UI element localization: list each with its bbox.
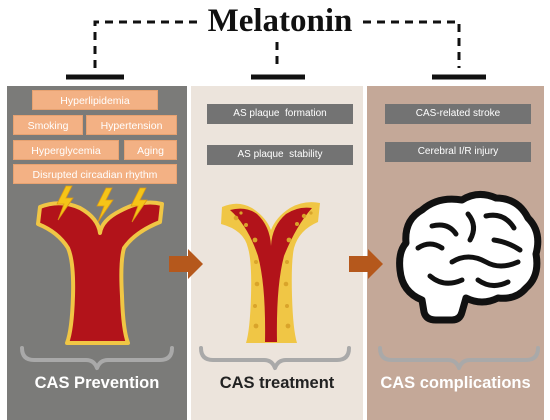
factor-aging: Aging [124,140,177,160]
lightning-icons [56,185,148,223]
caption-treatment: CAS treatment [219,374,335,392]
plaque-dots [233,211,313,329]
factor-circadian-rhythm: Disrupted circadian rhythm [13,164,177,184]
artery-healthy-illustration [36,185,164,345]
flow-arrows [169,249,383,279]
lightning-icon [130,187,148,223]
brace-treatment [199,346,351,370]
brace-prevention [20,346,174,370]
lightning-icon [96,187,114,223]
diagram-title: Melatonin [207,3,353,39]
treatment-plaque-formation: AS plaque formation [207,104,353,124]
arrow-right-icon [169,249,203,279]
factor-smoking: Smoking [13,115,83,135]
artery-plaque-illustration [221,202,320,343]
treatment-plaque-stability: AS plaque stability [207,145,353,165]
complication-stroke: CAS-related stroke [385,104,531,124]
factor-hyperglycemia: Hyperglycemia [13,140,119,160]
factor-hypertension: Hypertension [86,115,177,135]
brain-icon [396,191,542,324]
caption-prevention: CAS Prevention [34,374,160,392]
brace-complications [378,346,540,370]
bracket-braces [20,346,540,370]
connector-left [93,20,197,68]
arrow-right-icon [349,249,383,279]
connector-right [363,20,461,68]
lightning-icon [56,185,74,221]
factor-hyperlipidemia: Hyperlipidemia [32,90,158,110]
complication-ir-injury: Cerebral I/R injury [385,142,531,162]
caption-complications: CAS complications [380,374,531,392]
